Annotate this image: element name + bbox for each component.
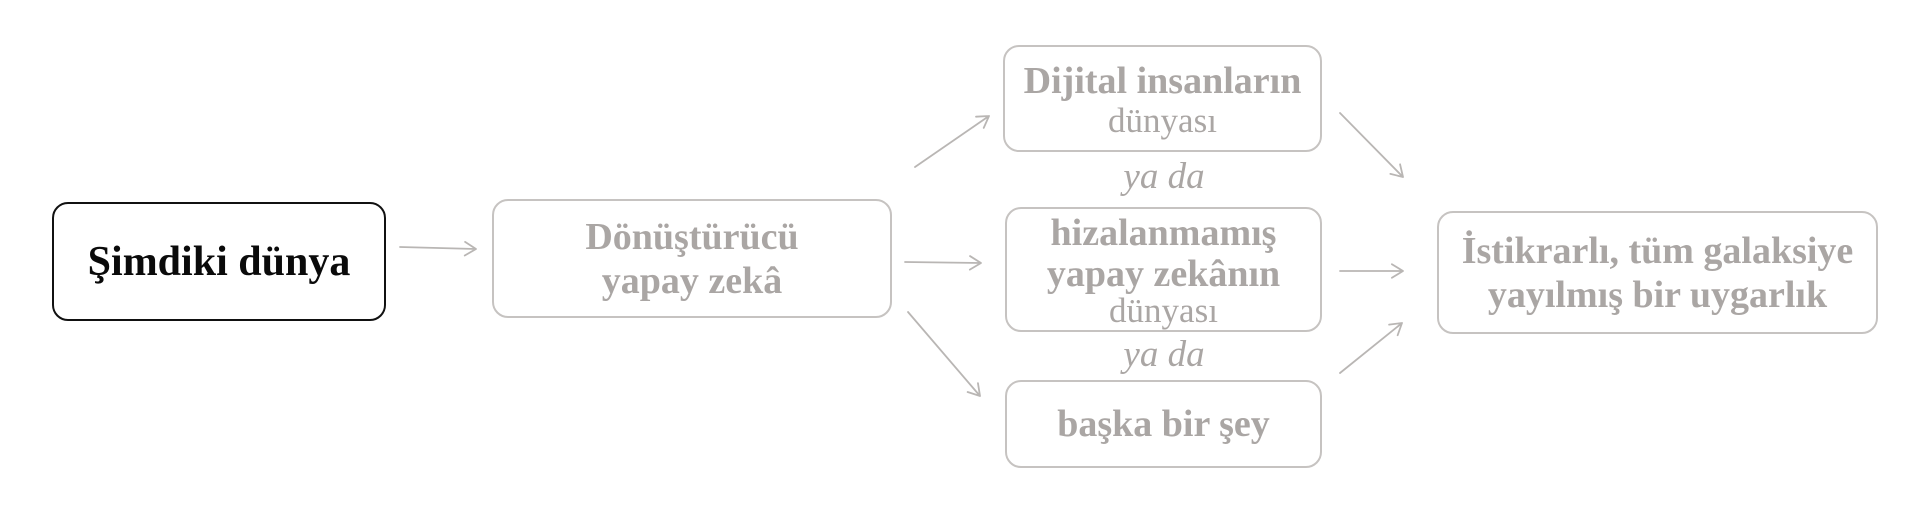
arrow-transformative_ai-to-misaligned_ai bbox=[904, 255, 982, 271]
arrow-misaligned_ai-to-galactic_civilization bbox=[1339, 263, 1404, 279]
node-digital-humans: Dijital insanların dünyası bbox=[1003, 45, 1322, 152]
node-misaligned-ai-line-3: dünyası bbox=[1109, 290, 1218, 330]
or-connector-2: ya da bbox=[1123, 334, 1205, 375]
node-galactic-civilization-line-1: İstikrarlı, tüm galaksiye bbox=[1461, 229, 1854, 272]
node-current-world: Şimdiki dünya bbox=[52, 202, 386, 321]
arrow-something_else-to-galactic_civilization bbox=[1339, 322, 1403, 374]
arrow-current_world-to-transformative_ai bbox=[399, 241, 477, 257]
node-digital-humans-line-1: Dijital insanların bbox=[1023, 59, 1302, 102]
node-digital-humans-line-2: dünyası bbox=[1108, 100, 1217, 140]
node-transformative-ai-line-2: yapay zekâ bbox=[601, 259, 783, 302]
arrow-digital_humans-to-galactic_civilization bbox=[1339, 112, 1404, 178]
node-transformative-ai-line-1: Dönüştürücü bbox=[585, 215, 799, 258]
node-something-else-label: başka bir şey bbox=[1057, 403, 1270, 445]
node-transformative-ai: Dönüştürücü yapay zekâ bbox=[492, 199, 892, 318]
node-something-else: başka bir şey bbox=[1005, 380, 1322, 468]
node-misaligned-ai-line-2: yapay zekânın bbox=[1046, 252, 1281, 295]
node-current-world-label: Şimdiki dünya bbox=[87, 238, 351, 285]
arrow-transformative_ai-to-something_else bbox=[907, 311, 981, 397]
node-galactic-civilization: İstikrarlı, tüm galaksiye yayılmış bir u… bbox=[1437, 211, 1878, 334]
or-connector-1: ya da bbox=[1123, 156, 1205, 197]
node-galactic-civilization-line-2: yayılmış bir uygarlık bbox=[1487, 273, 1828, 316]
node-misaligned-ai-line-1: hizalanmamış bbox=[1050, 211, 1277, 254]
node-misaligned-ai: hizalanmamış yapay zekânın dünyası bbox=[1005, 207, 1322, 332]
arrow-transformative_ai-to-digital_humans bbox=[914, 115, 990, 168]
